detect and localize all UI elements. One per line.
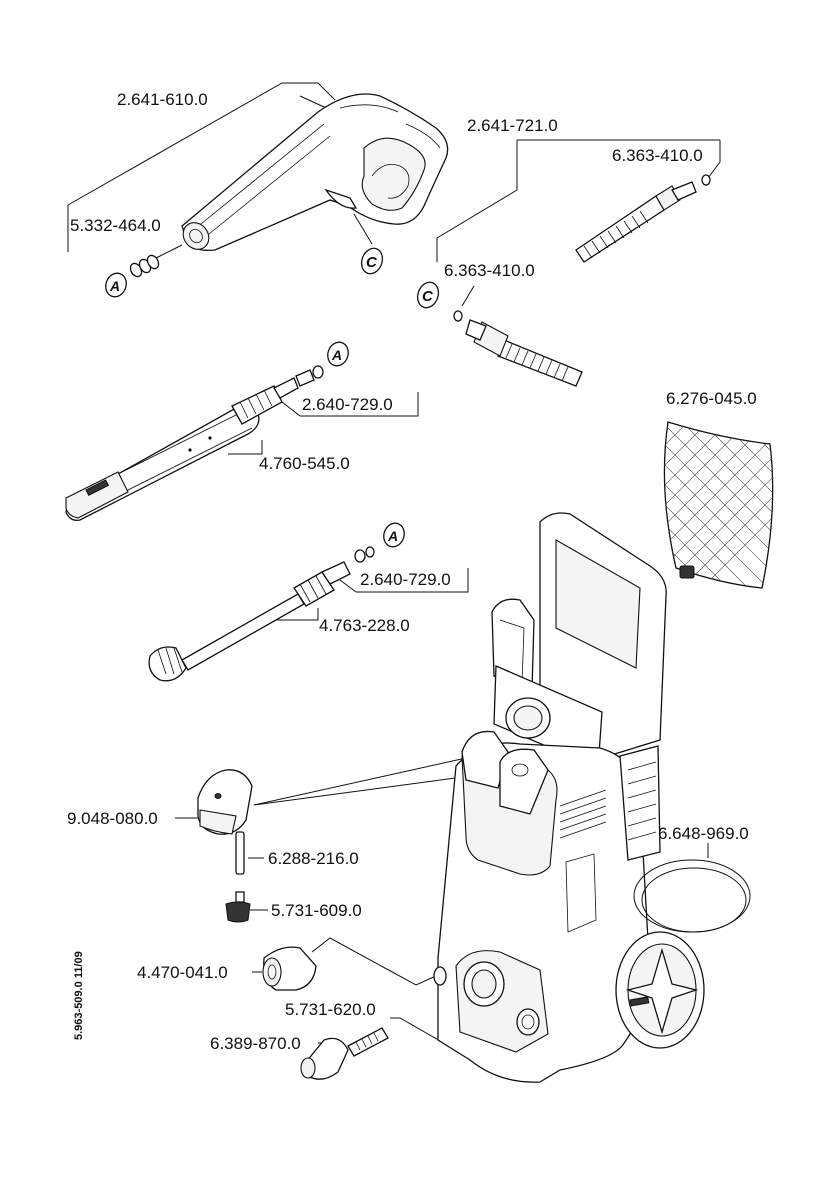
part-label-4-760-545: 4.760-545.0 xyxy=(259,454,350,473)
part-label-6-288-216: 6.288-216.0 xyxy=(268,849,359,868)
part-label-2-641-610: 2.641-610.0 xyxy=(117,90,208,109)
part-label-6-276-045: 6.276-045.0 xyxy=(666,389,757,408)
svg-text:A: A xyxy=(109,278,120,294)
svg-text:A: A xyxy=(331,347,342,363)
part-label-6-648-969: 6.648-969.0 xyxy=(658,824,749,843)
o-rings xyxy=(129,254,160,278)
part-label-2-640-729-b: 2.640-729.0 xyxy=(360,570,451,589)
part-label-5-731-620: 5.731-620.0 xyxy=(285,1000,376,1019)
callout-a-1: A xyxy=(105,272,127,298)
part-label-6-363-410-left: 6.363-410.0 xyxy=(444,261,535,280)
spray-lance-vario xyxy=(65,365,324,521)
callout-a-3: A xyxy=(383,522,405,548)
inlet-coupling xyxy=(262,946,317,991)
svg-text:A: A xyxy=(387,528,398,544)
part-label-9-048-080: 9.048-080.0 xyxy=(67,809,158,828)
part-label-6-363-410-top: 6.363-410.0 xyxy=(612,146,703,165)
inlet-strainer xyxy=(347,1027,389,1057)
part-label-6-389-870: 6.389-870.0 xyxy=(210,1034,301,1053)
leader-lines xyxy=(67,82,721,1059)
part-labels: 2.641-610.0 5.332-464.0 2.641-721.0 6.36… xyxy=(67,90,757,1053)
part-label-2-640-729-a: 2.640-729.0 xyxy=(302,395,393,414)
spray-gun xyxy=(181,93,449,252)
high-pressure-hose xyxy=(453,174,711,387)
part-label-5-731-609: 5.731-609.0 xyxy=(271,901,362,920)
part-label-2-641-721: 2.641-721.0 xyxy=(467,116,558,135)
hose-adapter xyxy=(300,1037,349,1080)
pressure-washer-unit xyxy=(433,512,751,1083)
spray-lance-dirt-blaster xyxy=(148,546,375,682)
document-code: 5.963-509.0 11/09 xyxy=(73,951,85,1040)
part-label-4-470-041: 4.470-041.0 xyxy=(137,963,228,982)
callout-c-2: C xyxy=(416,281,440,309)
suction-tube xyxy=(235,831,245,875)
suction-filter xyxy=(225,891,251,923)
callout-a-2: A xyxy=(327,341,349,367)
part-label-5-332-464: 5.332-464.0 xyxy=(70,216,161,235)
detergent-cap xyxy=(197,769,253,835)
svg-text:C: C xyxy=(366,254,378,271)
svg-text:C: C xyxy=(422,288,434,305)
callout-c-1: C xyxy=(360,247,384,275)
part-label-4-763-228: 4.763-228.0 xyxy=(319,616,410,635)
